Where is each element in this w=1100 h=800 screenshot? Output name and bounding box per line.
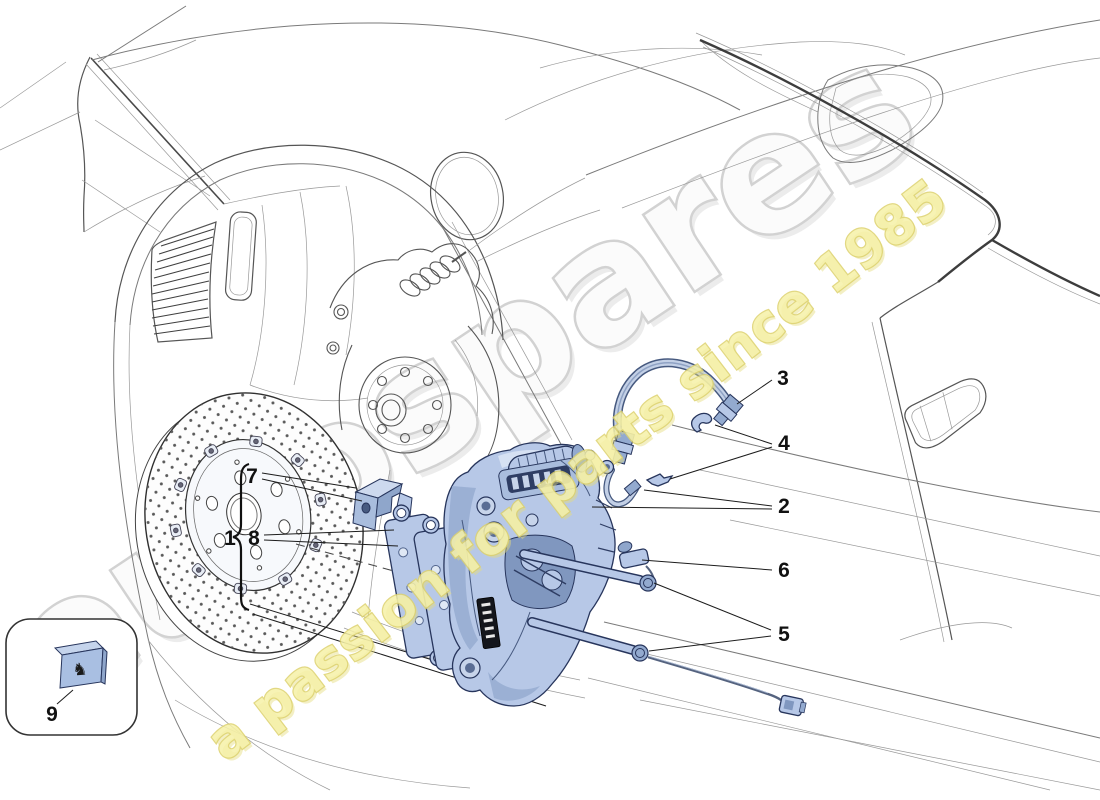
leader-lines (232, 379, 773, 652)
cv-boot (399, 251, 467, 297)
prancing-horse-icon: ♞ (72, 659, 89, 680)
callout-4: 4 (778, 432, 790, 455)
caliper-badge (53, 640, 108, 689)
callout-9: 9 (46, 703, 58, 726)
group-brace (232, 462, 250, 612)
wear-sensor-connector (617, 541, 656, 589)
callout-7: 7 (246, 465, 258, 488)
clip-hook (690, 412, 713, 433)
brake-caliper (443, 442, 617, 707)
callout-6: 6 (778, 559, 790, 582)
callout-1: 1 (224, 527, 236, 550)
disc-drilled-holes (144, 392, 364, 654)
caliper-brand-plate (476, 596, 501, 650)
car-body-outline (0, 5, 1100, 791)
brake-disc (134, 392, 364, 662)
caliper-bridge (498, 458, 580, 501)
sensor-plug (778, 694, 807, 717)
callout-5: 5 (778, 623, 790, 646)
hub-flange (358, 356, 452, 454)
hose-fitting-upper (713, 393, 744, 427)
vent-slot (224, 211, 257, 301)
callout-3: 3 (777, 367, 789, 390)
wear-sensors (519, 549, 807, 717)
disc-hat-holes (194, 459, 302, 571)
door-handle (904, 378, 987, 449)
inset-box: ♞ 9 (5, 618, 138, 736)
callout-2: 2 (778, 495, 790, 518)
clip-wing (645, 473, 674, 487)
callout-8: 8 (248, 527, 260, 550)
brake-pipe-lower (599, 459, 642, 508)
brake-hose-upper (611, 358, 744, 465)
hose-fitting-lower (611, 429, 635, 465)
callout-labels: 1 2 3 4 5 6 7 8 (224, 367, 790, 646)
louvered-vent (150, 221, 217, 343)
fuel-filler-lid (430, 151, 504, 241)
